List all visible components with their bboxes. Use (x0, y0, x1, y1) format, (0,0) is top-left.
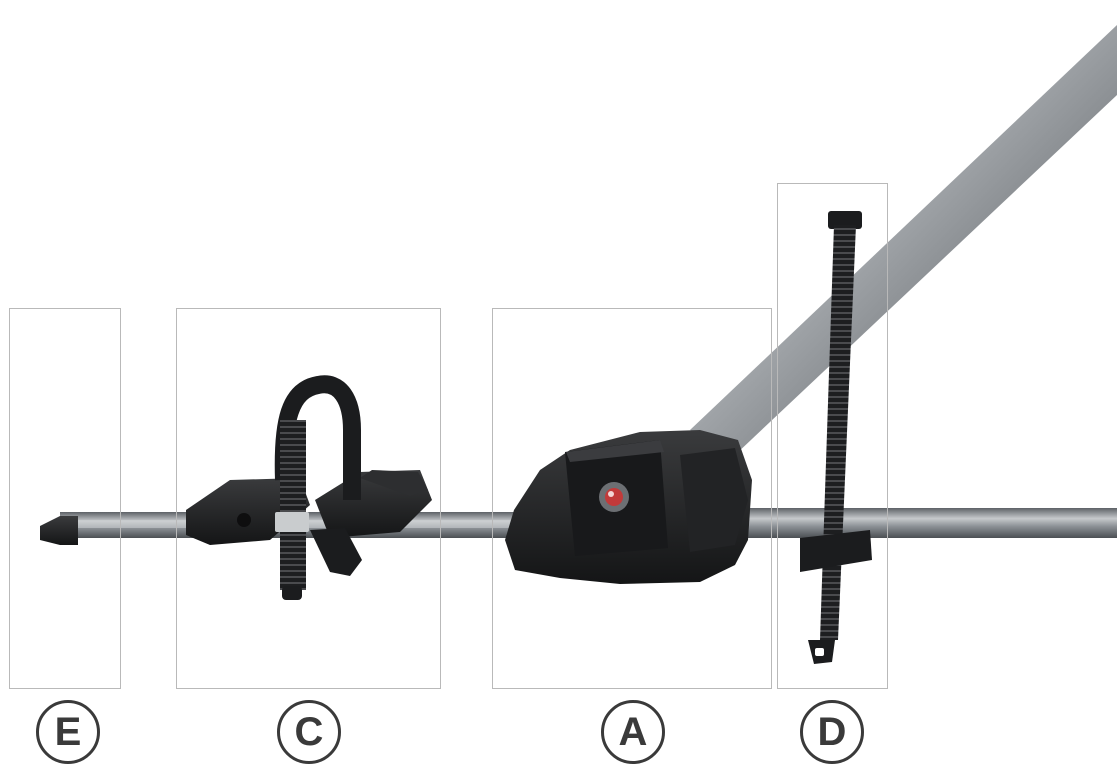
tube-end-cap (40, 516, 78, 545)
zone-box-d (777, 183, 888, 689)
label-e: E (36, 700, 100, 764)
label-d: D (800, 700, 864, 764)
zone-box-a (492, 308, 772, 689)
label-a: A (601, 700, 665, 764)
zone-box-e (9, 308, 121, 689)
wheel-holder (186, 375, 432, 600)
frame-strap (800, 211, 872, 664)
holder-arm (690, 25, 1117, 455)
label-c: C (277, 700, 341, 764)
zone-box-c (176, 308, 441, 689)
frame-holder (505, 430, 752, 584)
